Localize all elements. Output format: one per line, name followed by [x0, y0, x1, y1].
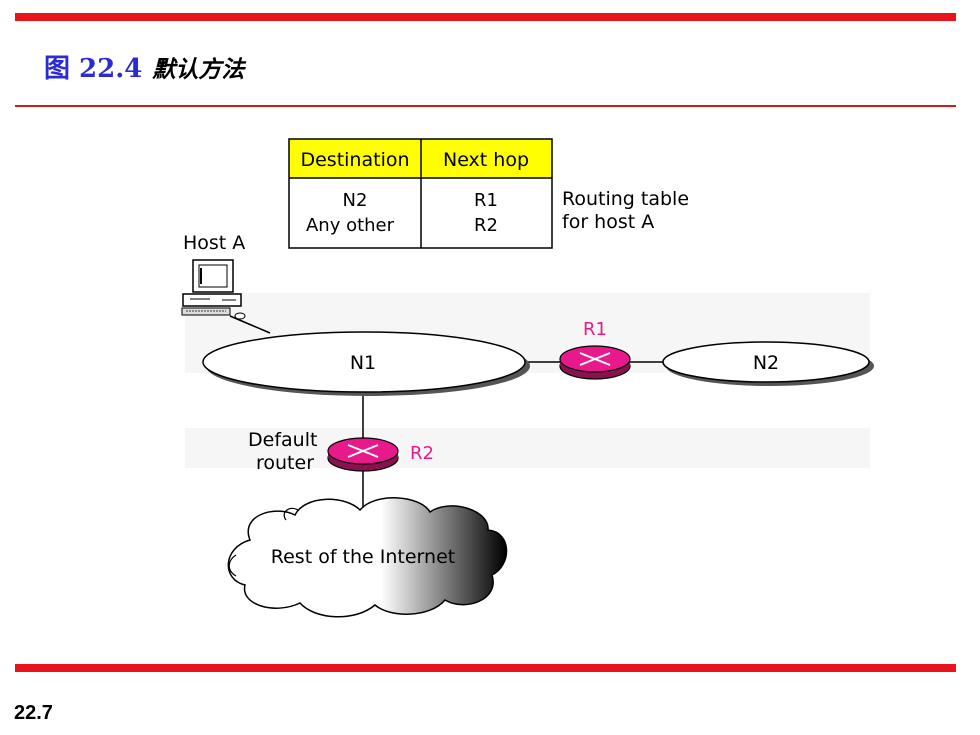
- background-band: [185, 428, 870, 468]
- default-router-label: Default: [248, 429, 317, 451]
- table-cell: R1: [474, 190, 498, 211]
- table-cell: R2: [474, 215, 498, 236]
- host-link: [229, 315, 271, 334]
- top-red-bar: [15, 13, 956, 21]
- network-n1-label: N1: [350, 352, 376, 374]
- routing-table: Destination Next hop N2 R1 Any other R2: [288, 138, 553, 249]
- network-n2: N2: [662, 341, 874, 386]
- router-r2-icon: [327, 437, 399, 472]
- title-divider: [15, 105, 956, 107]
- table-cell: Any other: [306, 215, 395, 236]
- internet-cloud: Rest of the Internet: [227, 497, 508, 618]
- figure-number: 图 22.4: [44, 54, 143, 84]
- table-cell: N2: [343, 190, 368, 211]
- routing-table-caption: Routing table: [562, 188, 689, 210]
- host-a-label: Host A: [183, 232, 245, 254]
- table-header-destination: Destination: [300, 149, 409, 171]
- internet-cloud-label: Rest of the Internet: [271, 546, 455, 568]
- router-r1-icon: [559, 345, 631, 380]
- figure-title: 默认方法: [152, 57, 245, 83]
- network-n1: N1: [202, 331, 530, 396]
- router-r2-label: R2: [410, 443, 434, 464]
- router-r1-label: R1: [583, 319, 607, 340]
- table-header-next-hop: Next hop: [443, 149, 529, 171]
- default-router-label: router: [256, 452, 314, 474]
- network-n2-label: N2: [753, 352, 779, 374]
- computer-icon: [181, 259, 246, 320]
- page-number: 22.7: [14, 702, 53, 724]
- bottom-red-bar: [15, 664, 956, 672]
- routing-table-caption: for host A: [562, 211, 654, 233]
- page-title: 图 22.4 默认方法: [44, 48, 244, 85]
